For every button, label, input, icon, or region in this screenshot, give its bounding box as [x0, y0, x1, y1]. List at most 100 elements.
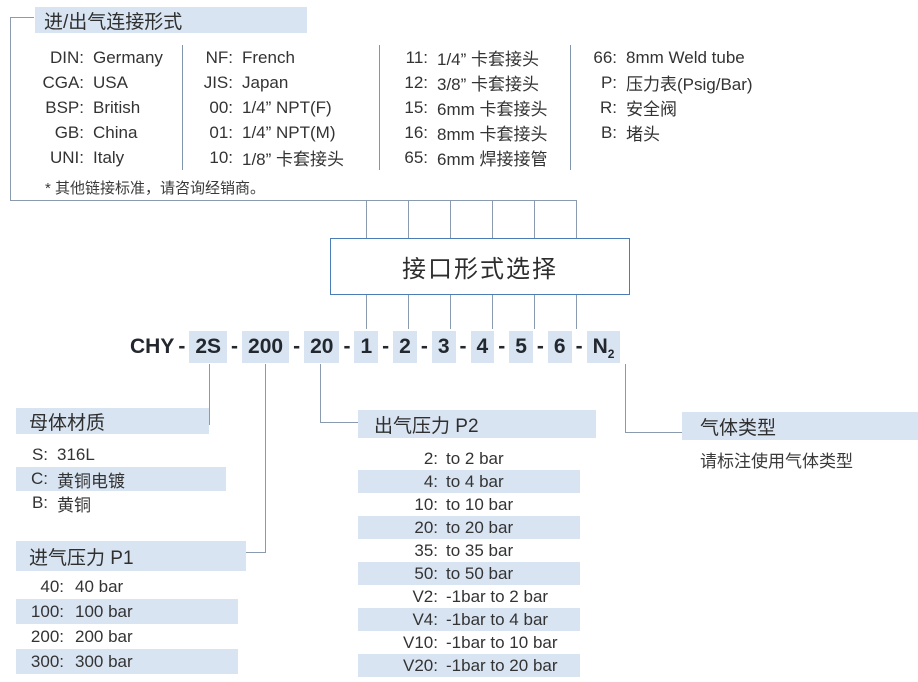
- inlet-pressure-list: 40: 40 bar 100: 100 bar 200: 200 bar 300…: [16, 574, 238, 674]
- option-label: 8mm Weld tube: [626, 47, 745, 67]
- option-label: to 50 bar: [446, 563, 514, 583]
- option-code: 66:: [593, 47, 617, 67]
- option-code: 35:: [414, 540, 438, 560]
- inlet-pressure-row: 300: 300 bar: [16, 649, 238, 674]
- connector-line-outlet-pressure: [320, 364, 321, 423]
- option-label: to 35 bar: [446, 540, 514, 560]
- option-label: 1/8” 卡套接头: [242, 150, 345, 169]
- connection-option-row: 16: 8mm 卡套接头: [400, 120, 570, 145]
- connector-line-inlet-pressure: [237, 552, 266, 553]
- connection-option-row: 12: 3/8” 卡套接头: [400, 70, 570, 95]
- connection-section-title: 进/出气连接形式: [35, 7, 307, 33]
- connection-column-2: NF: French JIS: Japan 00: 1/4” NPT(F) 01…: [182, 45, 379, 170]
- body-material-row: S: 316L: [16, 443, 226, 467]
- part-number-token: CHY: [130, 334, 174, 359]
- option-code: P:: [600, 72, 617, 92]
- part-number-token: 6: [547, 331, 572, 363]
- connection-column-1: DIN: Germany CGA: USA BSP: British GB: C…: [40, 45, 182, 170]
- part-number-text: -: [178, 335, 186, 359]
- connection-footnote: * 其他链接标准，请咨询经销商。: [45, 180, 266, 197]
- option-code: V4:: [412, 609, 438, 629]
- option-code: 10:: [414, 494, 438, 514]
- option-label: French: [242, 47, 295, 67]
- option-label: to 20 bar: [446, 517, 514, 537]
- connector-line: [534, 294, 535, 329]
- outlet-pressure-row: 50: to 50 bar: [358, 562, 580, 585]
- option-code: UNI:: [50, 147, 84, 167]
- part-number-text: 3: [437, 335, 450, 359]
- part-number-token: -: [178, 334, 185, 359]
- connection-option-row: 65: 6mm 焊接接管: [400, 145, 570, 170]
- connection-option-row: 00: 1/4” NPT(F): [203, 95, 379, 120]
- option-label: to 10 bar: [446, 494, 514, 514]
- option-label: 40 bar: [75, 576, 124, 596]
- part-number-text: 4: [476, 335, 489, 359]
- connection-table: DIN: Germany CGA: USA BSP: British GB: C…: [40, 45, 785, 170]
- connector-line: [408, 294, 409, 329]
- option-code: V20:: [403, 655, 438, 675]
- connection-option-row: GB: China: [40, 120, 182, 145]
- option-code: 10:: [209, 147, 233, 167]
- option-label: Italy: [93, 147, 125, 167]
- part-number-token: -: [460, 334, 467, 359]
- option-label: 1/4” NPT(F): [242, 97, 332, 117]
- part-number-token: 5: [509, 331, 533, 363]
- option-label: 压力表(Psig/Bar): [626, 75, 753, 94]
- connection-option-row: DIN: Germany: [40, 45, 182, 70]
- option-code: B:: [600, 122, 617, 142]
- connection-option-row: 66: 8mm Weld tube: [585, 45, 785, 70]
- option-label: -1bar to 10 bar: [446, 632, 558, 652]
- body-material-row: B: 黄铜: [16, 491, 226, 515]
- option-code: B:: [31, 493, 48, 512]
- option-code: 65:: [404, 147, 428, 167]
- frame-corner-line: [10, 17, 34, 18]
- option-code: 01:: [209, 122, 233, 142]
- connection-option-row: BSP: British: [40, 95, 182, 120]
- part-number-token: 200: [242, 331, 290, 363]
- connection-option-row: R: 安全阀: [585, 95, 785, 120]
- connection-option-row: 11: 1/4” 卡套接头: [400, 45, 570, 70]
- part-number-token: -: [421, 334, 428, 359]
- outlet-pressure-row: 20: to 20 bar: [358, 516, 580, 539]
- connection-option-row: P: 压力表(Psig/Bar): [585, 70, 785, 95]
- option-label: Germany: [93, 47, 163, 67]
- outlet-pressure-row: V4: -1bar to 4 bar: [358, 608, 580, 631]
- connector-line: [576, 200, 577, 238]
- part-number-text: -: [498, 335, 506, 359]
- inlet-pressure-row: 200: 200 bar: [16, 624, 238, 649]
- part-number-text: 200: [248, 335, 284, 359]
- connector-line: [534, 200, 535, 238]
- option-code: S:: [31, 445, 48, 464]
- gas-type-note: 请标注使用气体类型: [700, 452, 853, 471]
- connector-line-body-material: [209, 364, 210, 425]
- option-label: Japan: [242, 72, 289, 92]
- outlet-pressure-row: V10: -1bar to 10 bar: [358, 631, 580, 654]
- option-code: V10:: [403, 632, 438, 652]
- option-code: V2:: [412, 586, 438, 606]
- option-label: 8mm 卡套接头: [437, 125, 548, 144]
- connection-column-4: 66: 8mm Weld tube P: 压力表(Psig/Bar) R: 安全…: [570, 45, 785, 170]
- option-label: 堵头: [626, 125, 660, 144]
- part-number-text: CHY: [130, 335, 175, 359]
- part-number-text: -: [382, 335, 390, 359]
- outlet-pressure-row: V2: -1bar to 2 bar: [358, 585, 580, 608]
- option-code: 11:: [405, 47, 428, 67]
- option-label: 黄铜电镀: [57, 471, 125, 491]
- connection-column-3: 11: 1/4” 卡套接头 12: 3/8” 卡套接头 15: 6mm 卡套接头…: [379, 45, 570, 170]
- connector-line: [492, 294, 493, 329]
- option-code: NF:: [205, 47, 233, 67]
- part-number-text: 6: [553, 335, 566, 359]
- frame-left-line: [10, 17, 11, 201]
- outlet-pressure-row: 4: to 4 bar: [358, 470, 580, 493]
- connection-option-row: 15: 6mm 卡套接头: [400, 95, 570, 120]
- connection-option-row: UNI: Italy: [40, 145, 182, 170]
- option-code: 20:: [414, 517, 438, 537]
- connector-line: [366, 294, 367, 329]
- connector-line: [450, 200, 451, 238]
- connector-line: [408, 200, 409, 238]
- option-label: -1bar to 20 bar: [446, 655, 558, 675]
- part-number-text: N: [592, 335, 608, 359]
- option-code: DIN:: [50, 47, 84, 67]
